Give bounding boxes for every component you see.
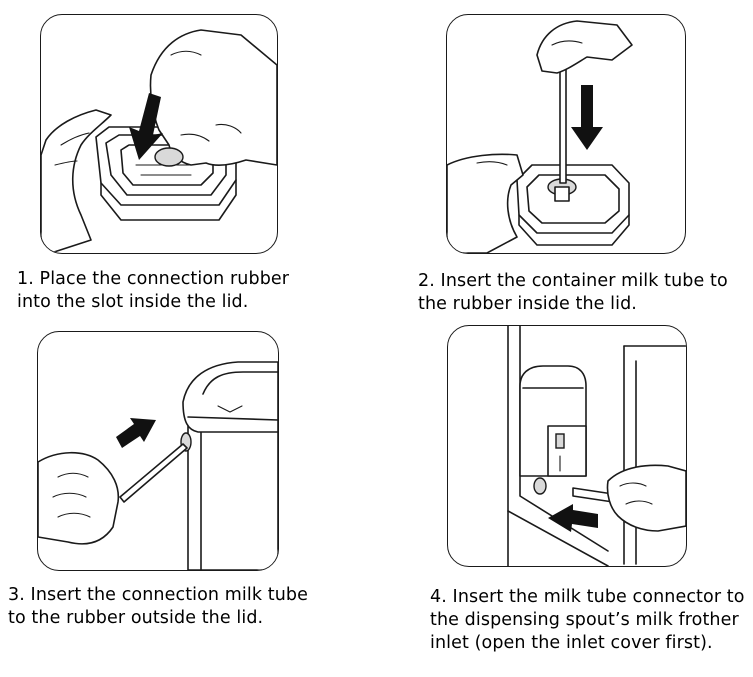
- step-3-caption-line1: 3. Insert the connection milk tube: [8, 585, 308, 605]
- step-2-caption: 2. Insert the container milk tube to the…: [418, 270, 728, 316]
- step-2-caption-line2: the rubber inside the lid.: [418, 294, 637, 314]
- step-1-illustration: [40, 14, 278, 254]
- step-4-illustration: [447, 325, 687, 567]
- step-2-caption-line1: 2. Insert the container milk tube to: [418, 271, 728, 291]
- step-3-caption-line2: to the rubber outside the lid.: [8, 608, 264, 628]
- step-4-caption-line3: inlet (open the inlet cover first).: [430, 633, 713, 653]
- step-1-caption-line1: 1. Place the connection rubber: [17, 269, 290, 289]
- step-4-caption-line1: 4. Insert the milk tube connector to: [430, 587, 745, 607]
- step-1-caption-line2: into the slot inside the lid.: [17, 292, 249, 312]
- step-2-illustration: [446, 14, 686, 254]
- step-3-caption: 3. Insert the connection milk tube to th…: [8, 584, 308, 630]
- step-4-caption: 4. Insert the milk tube connector to the…: [430, 586, 745, 655]
- step-1-caption: 1. Place the connection rubber into the …: [17, 268, 289, 314]
- step-4-caption-line2: the dispensing spout’s milk frother: [430, 610, 739, 630]
- step-3-illustration: [37, 331, 279, 571]
